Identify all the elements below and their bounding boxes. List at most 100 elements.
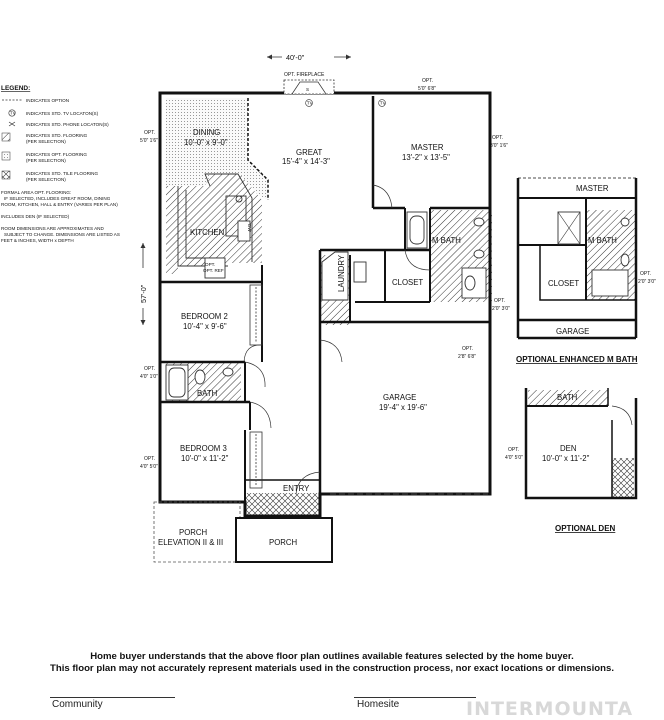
community-signature-line bbox=[50, 697, 175, 698]
legend-note: FORMAL AREA OPT. FLOORING: bbox=[1, 190, 71, 195]
svg-text:TV: TV bbox=[307, 101, 314, 106]
svg-text:OPT.: OPT. bbox=[462, 346, 473, 352]
svg-text:8'0" 1'6": 8'0" 1'6" bbox=[490, 143, 508, 149]
enh-mbath-label: M BATH bbox=[588, 236, 617, 245]
legend-note: INCLUDES DEN (IF SELECTED) bbox=[1, 214, 70, 219]
depth-dimension: 57'-0" bbox=[135, 243, 149, 325]
legend: LEGEND: TV INDICATES OPTION INDICATES ST… bbox=[1, 85, 120, 243]
svg-text:TV: TV bbox=[10, 111, 17, 116]
legend-note: SUBJECT TO CHANGE. DIMENSIONS ARE LISTED… bbox=[4, 232, 120, 237]
tv-icon: TV bbox=[378, 99, 387, 107]
disclaimer-line-2: This floor plan may not accurately repre… bbox=[49, 663, 615, 674]
legend-item: INDICATES STD. FLOORING bbox=[26, 133, 88, 138]
legend-item: INDICATES STD. PHONE LOCATON(S) bbox=[26, 122, 109, 127]
disclaimer-line-1: Home buyer understands that the above fl… bbox=[90, 651, 574, 662]
dining-opt-flooring bbox=[166, 98, 268, 200]
homesite-label: Homesite bbox=[357, 699, 400, 710]
std-flooring-swatch bbox=[1, 132, 11, 142]
legend-item: (PER SELECTION) bbox=[26, 158, 66, 163]
den-window-size: 4'0" 5'0" bbox=[505, 455, 523, 461]
den-title: OPTIONAL DEN bbox=[555, 524, 616, 533]
mbath-label: M BATH bbox=[432, 236, 461, 245]
enhanced-bath-plan: MASTER M BATH CLOSET GARAGE OPT. 2'0" 3'… bbox=[516, 177, 656, 364]
legend-item: (PER SELECTION) bbox=[26, 177, 66, 182]
porch-outline bbox=[235, 517, 333, 563]
kitchen-counters bbox=[177, 173, 253, 279]
garage-label: GARAGE bbox=[383, 393, 416, 402]
homesite-signature-line bbox=[354, 697, 476, 698]
legend-item: INDICATES STD. TV LOCATON(S) bbox=[26, 111, 99, 116]
door-swings bbox=[243, 184, 431, 495]
width-dimension: 40'-0" bbox=[267, 50, 351, 62]
great-label: GREAT bbox=[296, 148, 323, 157]
exterior-walls bbox=[158, 91, 492, 518]
interior-walls bbox=[160, 96, 490, 502]
svg-text:OPT.: OPT. bbox=[144, 456, 155, 462]
master-label: MASTER bbox=[411, 143, 444, 152]
svg-text:OPT.: OPT. bbox=[144, 130, 155, 136]
legend-item: (PER SELECTION) bbox=[26, 139, 66, 144]
dining-size: 10'-0" x 9'-0" bbox=[184, 138, 228, 147]
enh-window-opt: OPT. bbox=[640, 271, 651, 277]
phone-icon bbox=[8, 121, 16, 127]
enh-window-size: 2'0" 3'0" bbox=[638, 279, 656, 285]
entry-label: ENTRY bbox=[283, 484, 310, 493]
community-label: Community bbox=[52, 699, 103, 710]
porch-elev-sub: ELEVATION II & III bbox=[158, 538, 223, 547]
legend-note: IF SELECTED, INCLUDES GREAT ROOM, DINING bbox=[4, 196, 111, 201]
dining-label: DINING bbox=[193, 128, 220, 137]
bedroom3-size: 10'-0" x 11'-2" bbox=[181, 454, 229, 463]
svg-text:5'0" 1'6": 5'0" 1'6" bbox=[140, 138, 158, 144]
bath-label: BATH bbox=[197, 389, 217, 398]
closets bbox=[249, 284, 263, 489]
svg-text:4'0" 5'0": 4'0" 5'0" bbox=[140, 464, 158, 470]
svg-text:S: S bbox=[306, 87, 309, 92]
legend-note: FEET & INCHES, WIDTH x DEPTH bbox=[1, 238, 74, 243]
svg-text:OPT.: OPT. bbox=[494, 298, 505, 304]
entry-flooring bbox=[245, 493, 320, 515]
great-size: 15'-4" x 14'-3" bbox=[282, 157, 330, 166]
opt-ref-label: OPT. REF bbox=[203, 268, 224, 273]
opt-flooring-swatch bbox=[1, 151, 11, 161]
master-bath-fixtures bbox=[406, 211, 487, 299]
bedroom3-label: BEDROOM 3 bbox=[180, 444, 227, 453]
tv-icon: TV bbox=[8, 109, 17, 117]
porch-elev-label: PORCH bbox=[179, 528, 207, 537]
bedroom2-label: BEDROOM 2 bbox=[181, 312, 228, 321]
garage-size: 19'-4" x 19'-6" bbox=[379, 403, 427, 412]
enh-garage-label: GARAGE bbox=[556, 327, 589, 336]
legend-item: INDICATES OPT. FLOORING bbox=[26, 152, 87, 157]
svg-text:2'0" 3'0": 2'0" 3'0" bbox=[492, 306, 510, 312]
optional-window-labels: OPT. 5'0" 1'6" OPT. 8'0" 1'6" OPT. 5'0" … bbox=[140, 78, 510, 470]
overall-depth: 57'-0" bbox=[139, 284, 148, 303]
legend-item: INDICATES STD. TILE FLOORING bbox=[26, 171, 98, 176]
fireplace-label: OPT. FIREPLACE bbox=[284, 72, 325, 78]
svg-text:TV: TV bbox=[380, 101, 387, 106]
kitchen-label: KITCHEN bbox=[190, 228, 224, 237]
main-floor-plan: 40'-0" 57'-0" S OPT. FIREPLACE bbox=[135, 50, 510, 563]
legend-item: INDICATES OPTION bbox=[26, 98, 69, 103]
svg-text:OPT.: OPT. bbox=[144, 366, 155, 372]
watermark: INTERMOUNTA bbox=[466, 698, 634, 720]
den-size: 10'-0" x 11'-2" bbox=[542, 454, 590, 463]
svg-text:5'0" 6'8": 5'0" 6'8" bbox=[418, 86, 436, 92]
laundry-machines bbox=[321, 251, 367, 301]
den-window-opt: OPT. bbox=[508, 447, 519, 453]
optional-den-plan: BATH DEN 10'-0" x 11'-2" OPT. 4'0" 5'0" … bbox=[505, 388, 638, 533]
legend-note: ROOM, KITCHEN, HALL & ENTRY (VARIES PER … bbox=[1, 202, 118, 207]
svg-text:4'0" 1'0": 4'0" 1'0" bbox=[140, 374, 158, 380]
legend-title: LEGEND: bbox=[1, 85, 30, 92]
bath-fixtures bbox=[165, 364, 234, 401]
enh-master-label: MASTER bbox=[576, 184, 609, 193]
closet-label: CLOSET bbox=[392, 278, 423, 287]
dw-label: DW bbox=[247, 224, 252, 232]
enh-closet-label: CLOSET bbox=[548, 279, 579, 288]
enh-title: OPTIONAL ENHANCED M BATH bbox=[516, 355, 638, 364]
master-size: 13'-2" x 13'-5" bbox=[402, 153, 450, 162]
den-bath-label: BATH bbox=[557, 393, 577, 402]
svg-text:2'8" 6'8": 2'8" 6'8" bbox=[458, 354, 476, 360]
svg-text:OPT.: OPT. bbox=[492, 135, 503, 141]
overall-width: 40'-0" bbox=[286, 53, 305, 62]
laundry-label: LAUNDRY bbox=[337, 254, 346, 292]
